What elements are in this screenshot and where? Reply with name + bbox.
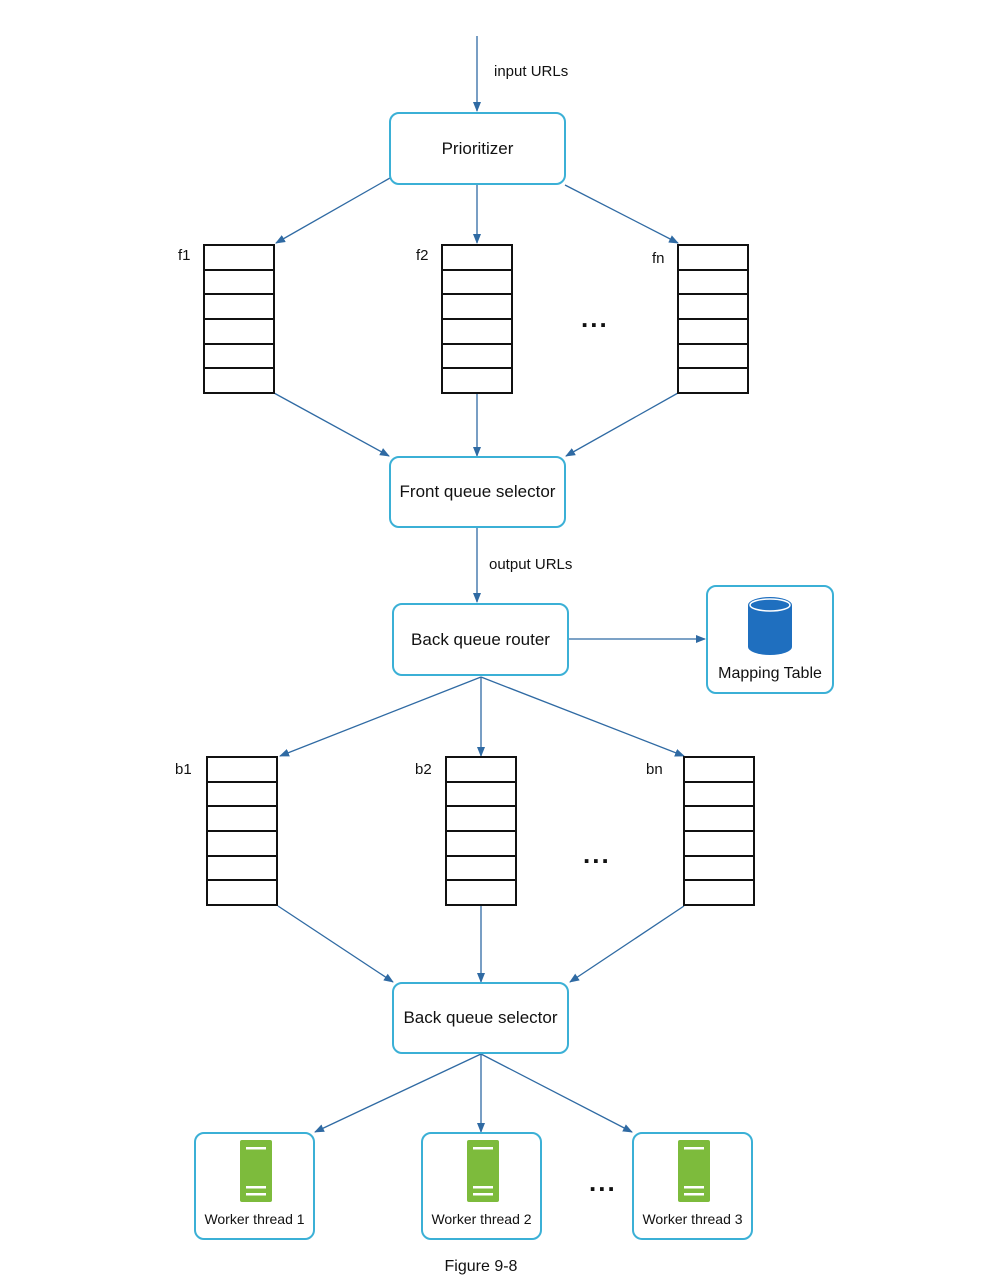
front-queue-1 — [203, 244, 275, 394]
server-icon — [240, 1140, 272, 1202]
back-queue-router-node[interactable]: Back queue router — [392, 603, 569, 676]
worker-thread-3-label: Worker thread 3 — [642, 1211, 743, 1227]
back-queue-label-2: b2 — [415, 761, 432, 778]
back-queue-selector-node[interactable]: Back queue selector — [392, 982, 569, 1054]
worker-ellipsis: ... — [589, 1167, 617, 1197]
front-queue-label-1: f1 — [178, 247, 191, 264]
arrow-fn-selector — [565, 392, 679, 457]
arrow-selector-worker3 — [480, 1053, 633, 1133]
back-queue-router-label: Back queue router — [411, 629, 550, 649]
front-queue-2 — [441, 244, 513, 394]
worker-thread-1-label: Worker thread 1 — [204, 1211, 305, 1227]
back-queue-ellipsis: ... — [583, 839, 611, 869]
back-queue-1 — [206, 756, 278, 906]
arrow-prioritizer-f1 — [275, 177, 391, 244]
front-queue-label-n: fn — [652, 250, 665, 267]
server-icon — [467, 1140, 499, 1202]
arrow-f1-selector — [273, 392, 390, 457]
back-queue-label-1: b1 — [175, 761, 192, 778]
worker-thread-2-node[interactable]: Worker thread 2 — [421, 1132, 542, 1240]
mapping-table-node[interactable]: Mapping Table — [706, 585, 834, 694]
front-queue-selector-label: Front queue selector — [399, 482, 556, 501]
back-queue-n — [683, 756, 755, 906]
arrow-selector-worker1 — [314, 1053, 482, 1133]
mapping-table-label: Mapping Table — [718, 665, 822, 682]
arrow-router-bn — [480, 676, 685, 757]
arrow-bn-selector — [569, 905, 685, 983]
arrow-prioritizer-fn — [564, 184, 679, 244]
server-icon — [678, 1140, 710, 1202]
back-queue-label-n: bn — [646, 761, 663, 778]
database-icon — [748, 597, 792, 655]
front-queue-selector-node[interactable]: Front queue selector — [389, 456, 566, 528]
output-urls-label: output URLs — [489, 556, 573, 573]
worker-thread-2-label: Worker thread 2 — [431, 1211, 532, 1227]
back-queue-selector-label: Back queue selector — [403, 1008, 558, 1027]
figure-caption: Figure 9-8 — [444, 1258, 518, 1275]
front-queue-ellipsis: ... — [581, 303, 609, 333]
prioritizer-label: Prioritizer — [441, 138, 514, 158]
input-urls-label: input URLs — [494, 63, 569, 80]
back-queue-2 — [445, 756, 517, 906]
prioritizer-node[interactable]: Prioritizer — [389, 112, 566, 185]
arrow-b1-selector — [277, 905, 394, 983]
front-queue-label-2: f2 — [416, 247, 429, 264]
worker-thread-3-node[interactable]: Worker thread 3 — [632, 1132, 753, 1240]
arrow-router-b1 — [279, 676, 482, 757]
front-queue-n — [677, 244, 749, 394]
worker-thread-1-node[interactable]: Worker thread 1 — [194, 1132, 315, 1240]
